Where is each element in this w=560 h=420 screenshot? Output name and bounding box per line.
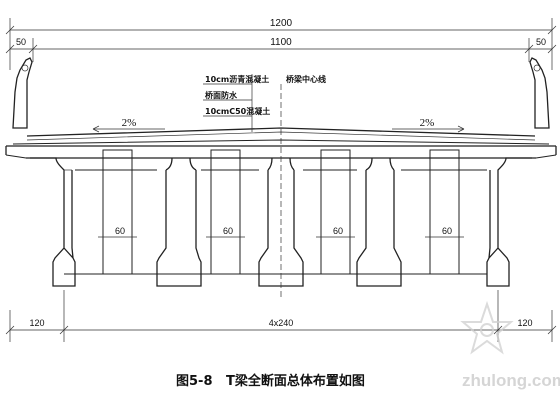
diaphragm-2 bbox=[210, 149, 241, 275]
girder-1 bbox=[30, 157, 76, 287]
right-slope-arrow bbox=[457, 125, 465, 133]
left-barrier bbox=[12, 57, 33, 129]
top-flange bbox=[5, 145, 557, 159]
girder-4 bbox=[356, 157, 402, 287]
diaphragm-width-label: 60 bbox=[223, 226, 233, 236]
girders bbox=[26, 157, 536, 287]
left-railing-post bbox=[21, 64, 29, 72]
bottom-span-label: 4x240 bbox=[269, 318, 294, 328]
concrete-layer-label: 10cmC50混凝土 bbox=[205, 106, 270, 116]
overall-width-label: 1200 bbox=[270, 18, 293, 29]
left-slope-label: 2% bbox=[122, 117, 137, 129]
girder-2 bbox=[156, 157, 202, 287]
figure-caption: 图5-8 T梁全断面总体布置如图 bbox=[176, 373, 365, 389]
left-edge-label: 50 bbox=[16, 37, 26, 47]
asphalt-layer-label: 10cm沥青混凝土 bbox=[205, 74, 269, 84]
left-slope-arrow bbox=[92, 125, 100, 133]
top-dimensions: 1200 50 1100 50 bbox=[5, 18, 557, 70]
figure-title: T梁全断面总体布置如图 bbox=[226, 373, 365, 389]
diaphragm-4 bbox=[429, 149, 460, 275]
diaphragm-3 bbox=[320, 149, 351, 275]
bottom-dimensions: 120 4x240 120 bbox=[5, 290, 557, 342]
diaphragm-width-label: 60 bbox=[442, 226, 452, 236]
slope-markers: 2% 2% bbox=[92, 117, 465, 133]
clear-width-label: 1100 bbox=[270, 37, 292, 48]
watermark-text: zhulong.com bbox=[462, 371, 560, 390]
figure-number: 图5-8 bbox=[176, 374, 213, 389]
waterproof-layer-label: 桥面防水 bbox=[205, 90, 238, 100]
right-barrier bbox=[529, 57, 550, 129]
right-railing-post bbox=[533, 64, 541, 72]
diaphragm-1 bbox=[102, 149, 133, 275]
right-edge-label: 50 bbox=[536, 37, 546, 47]
bottom-left-label: 120 bbox=[29, 318, 44, 328]
watermark-logo bbox=[460, 300, 514, 355]
right-slope-label: 2% bbox=[420, 117, 435, 129]
centerline-label: 桥梁中心线 bbox=[286, 74, 326, 84]
diaphragms bbox=[64, 149, 487, 275]
layer-callouts: 10cm沥青混凝土 桥面防水 10cmC50混凝土 桥梁中心线 bbox=[203, 74, 326, 300]
diaphragm-width-label: 60 bbox=[115, 226, 125, 236]
diaphragm-width-label: 60 bbox=[333, 226, 343, 236]
pavement-top-line bbox=[26, 127, 536, 137]
watermark: zhulong.com bbox=[460, 300, 560, 390]
diaphragm-dimensions: 60 60 60 60 bbox=[98, 226, 464, 238]
bottom-right-label: 120 bbox=[517, 318, 532, 328]
girder-5 bbox=[486, 157, 532, 287]
